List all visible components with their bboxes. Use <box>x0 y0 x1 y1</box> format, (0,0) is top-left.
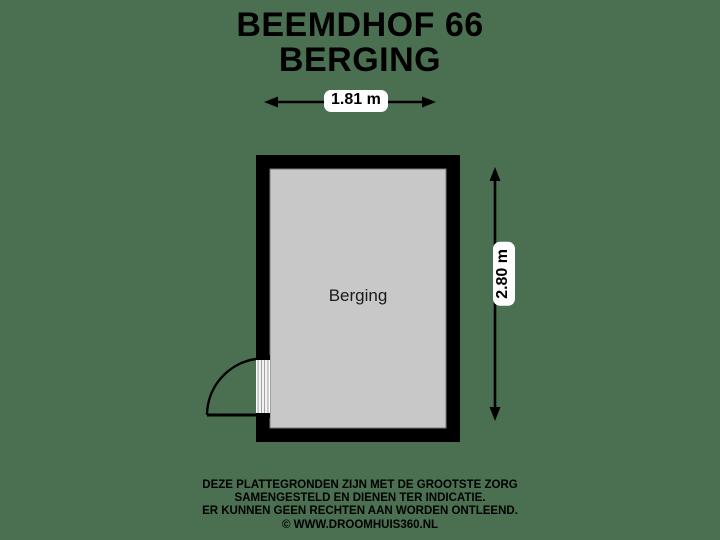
title-address: BEEMDHOF 66 <box>236 6 484 44</box>
arrow-right-icon <box>422 96 436 108</box>
door-jamb-top <box>256 355 270 360</box>
footer-disclaimer: DEZE PLATTEGRONDEN ZIJN MET DE GROOTSTE … <box>0 479 720 532</box>
door-leaf-panel <box>257 356 269 417</box>
page-title: BEEMDHOF 66 BERGING <box>0 8 720 77</box>
dimension-width-label: 1.81 m <box>324 90 388 112</box>
footer-line-1: DEZE PLATTEGRONDEN ZIJN MET DE GROOTSTE … <box>202 478 518 491</box>
title-room-type: BERGING <box>278 40 442 79</box>
arrow-down-icon <box>489 407 501 421</box>
dimension-height-label: 2.80 m <box>493 241 515 306</box>
door-swing-icon <box>205 357 257 416</box>
room-label-berging: Berging <box>328 286 388 305</box>
arrow-up-icon <box>489 167 501 181</box>
arrow-left-icon <box>264 96 278 108</box>
footer-line-3: ER KUNNEN GEEN RECHTEN AAN WORDEN ONTLEE… <box>202 505 518 518</box>
door-assembly <box>205 355 270 418</box>
footer-copyright: © WWW.DROOMHUIS360.NL <box>281 518 439 531</box>
footer-line-2: SAMENGESTELD EN DIENEN TER INDICATIE. <box>234 492 486 505</box>
door-opening <box>256 357 270 416</box>
door-jamb-bottom <box>256 413 270 418</box>
